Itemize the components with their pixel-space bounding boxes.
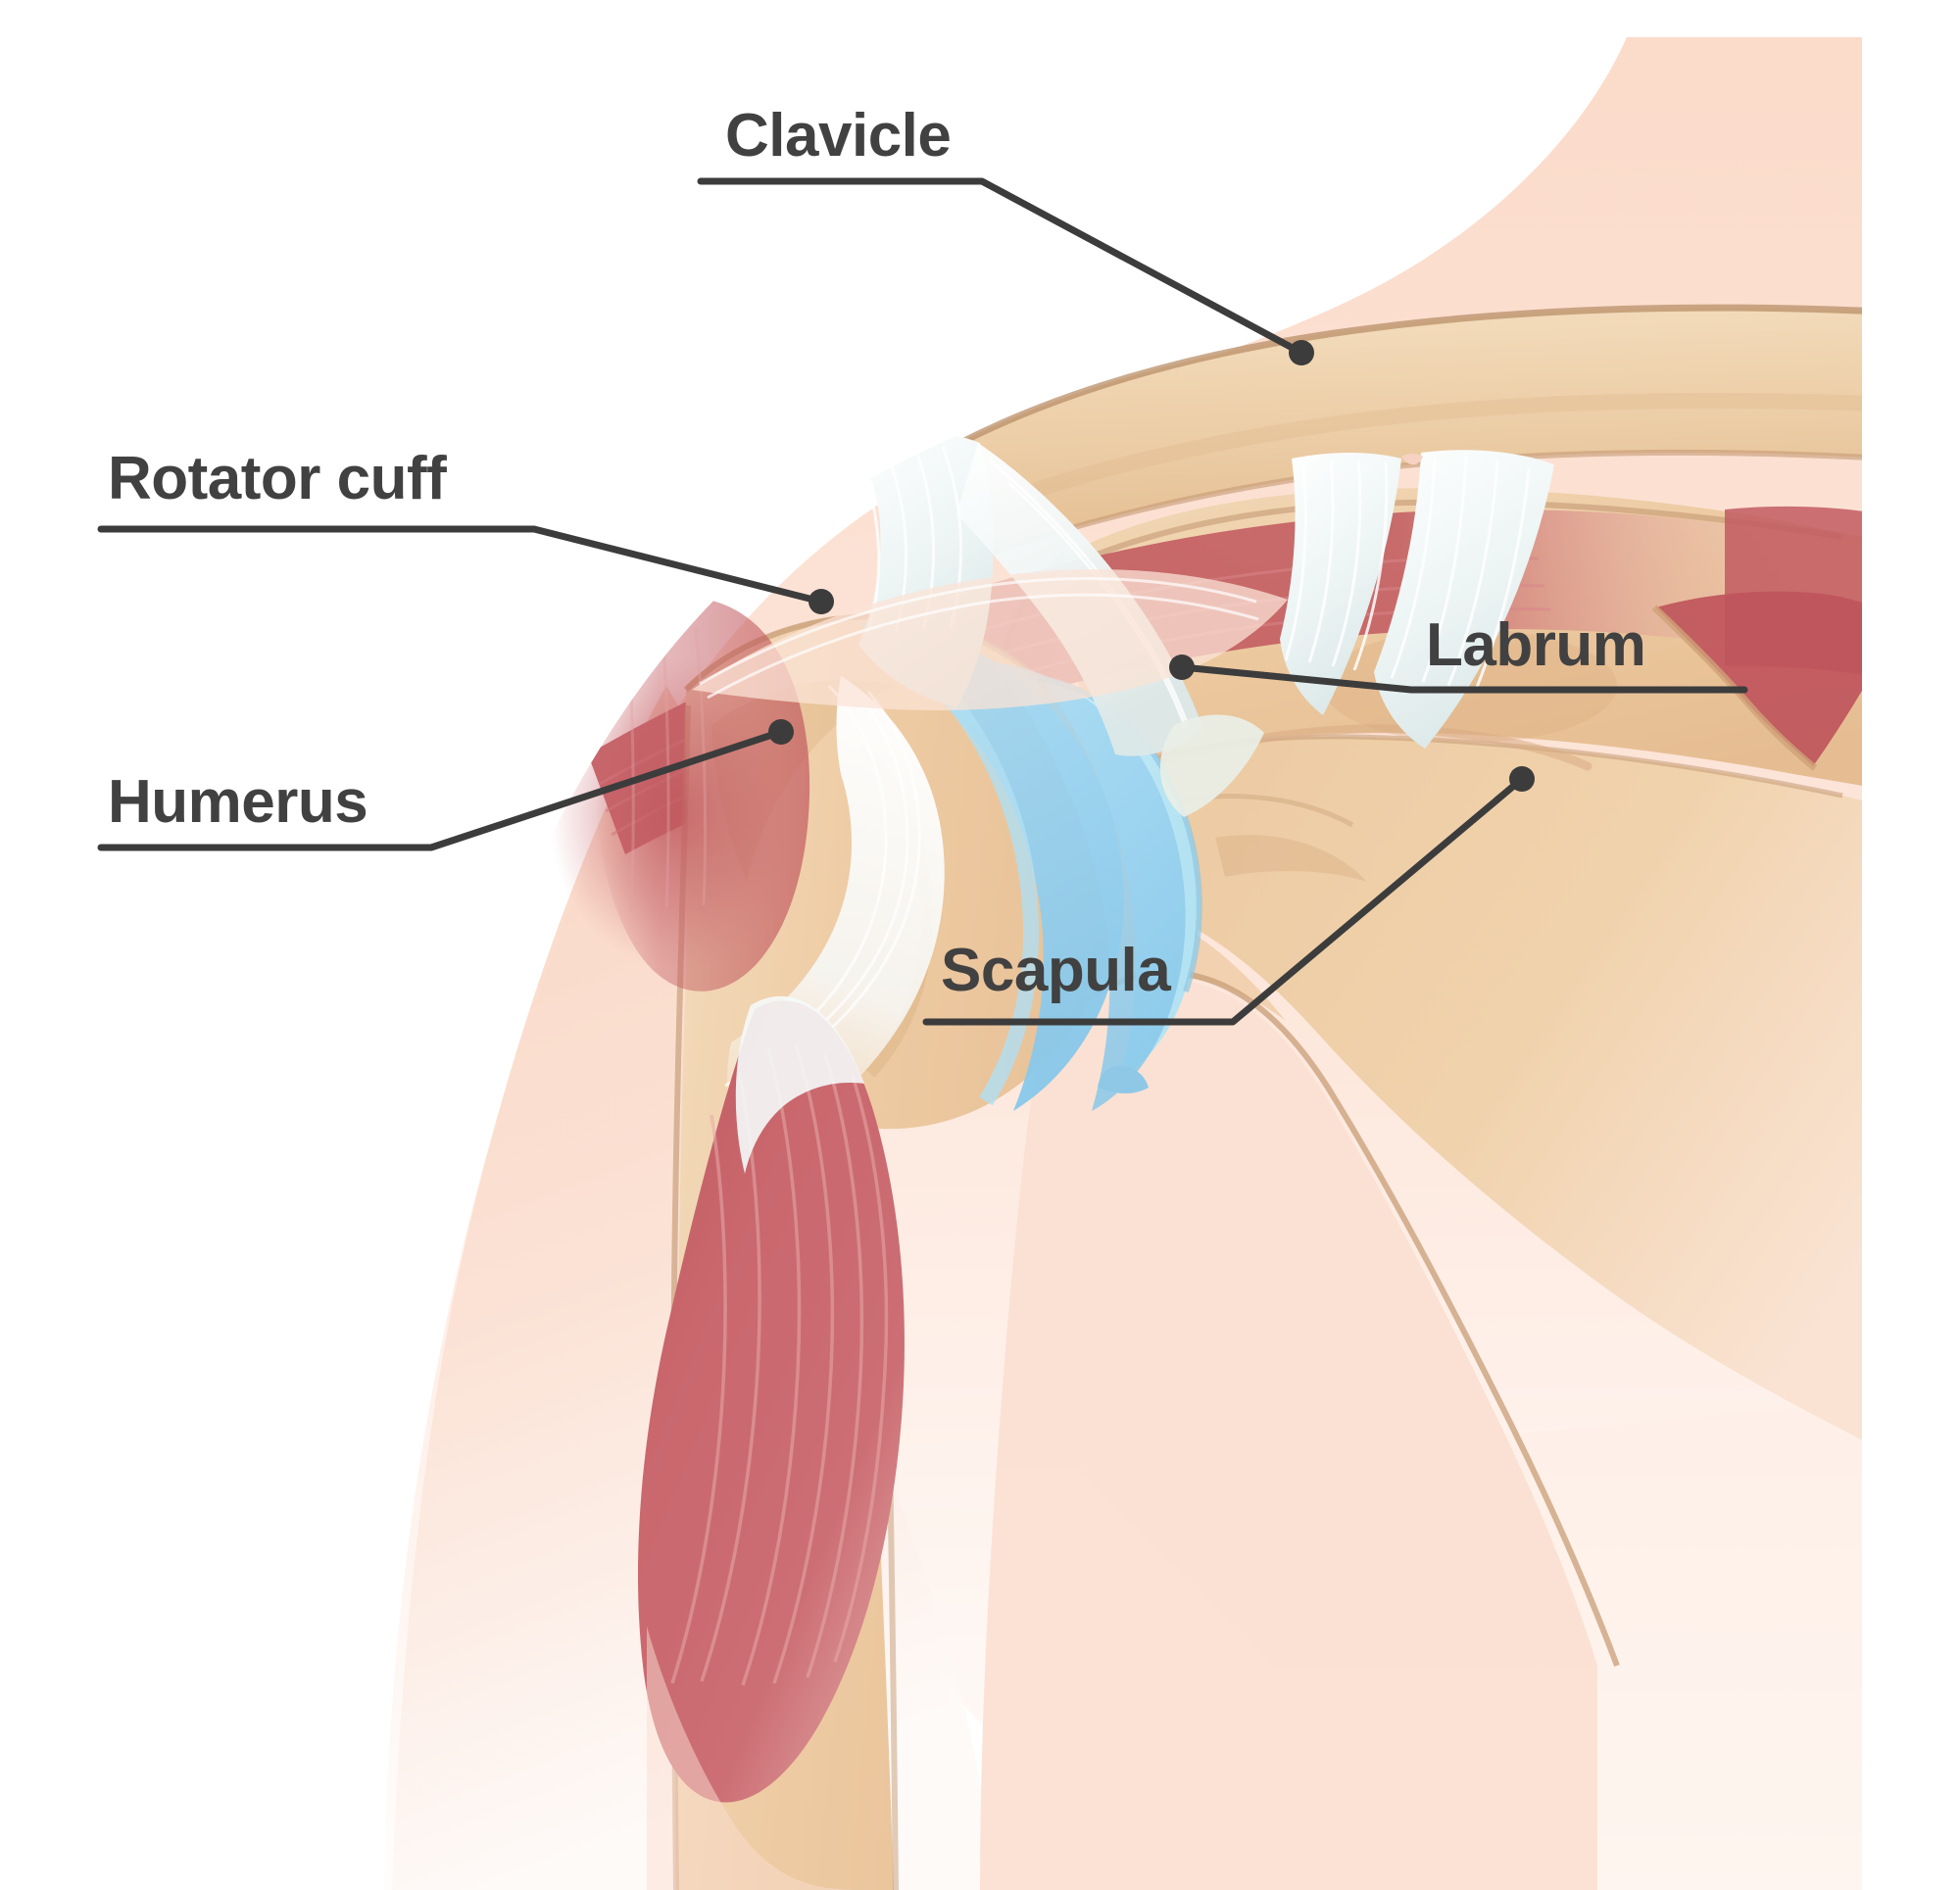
label-humerus: Humerus [108, 768, 368, 836]
leader-line-rotator-cuff [97, 525, 825, 606]
leader-line-labrum [1178, 663, 1748, 694]
leader-dot-scapula [1509, 766, 1535, 792]
bursa-tissue [744, 443, 829, 502]
leader-line-clavicle [697, 177, 1305, 357]
leader-dot-rotator-cuff [808, 589, 834, 614]
leader-line-humerus [97, 728, 785, 851]
leader-dot-clavicle [1289, 340, 1314, 365]
leader-dot-labrum [1169, 654, 1195, 680]
subacromial-cartilage [692, 569, 1288, 710]
leader-dot-humerus [768, 719, 794, 745]
coracoclavicular-ligaments [1280, 450, 1554, 749]
label-clavicle: Clavicle [725, 102, 952, 170]
leader-lines [97, 177, 1748, 1026]
deltoid-muscle [638, 995, 905, 1890]
leader-line-scapula [922, 775, 1526, 1026]
leader-dots [768, 340, 1535, 792]
label-scapula: Scapula [941, 937, 1171, 1004]
label-labrum: Labrum [1426, 611, 1646, 679]
label-rotator-cuff: Rotator cuff [108, 445, 447, 512]
